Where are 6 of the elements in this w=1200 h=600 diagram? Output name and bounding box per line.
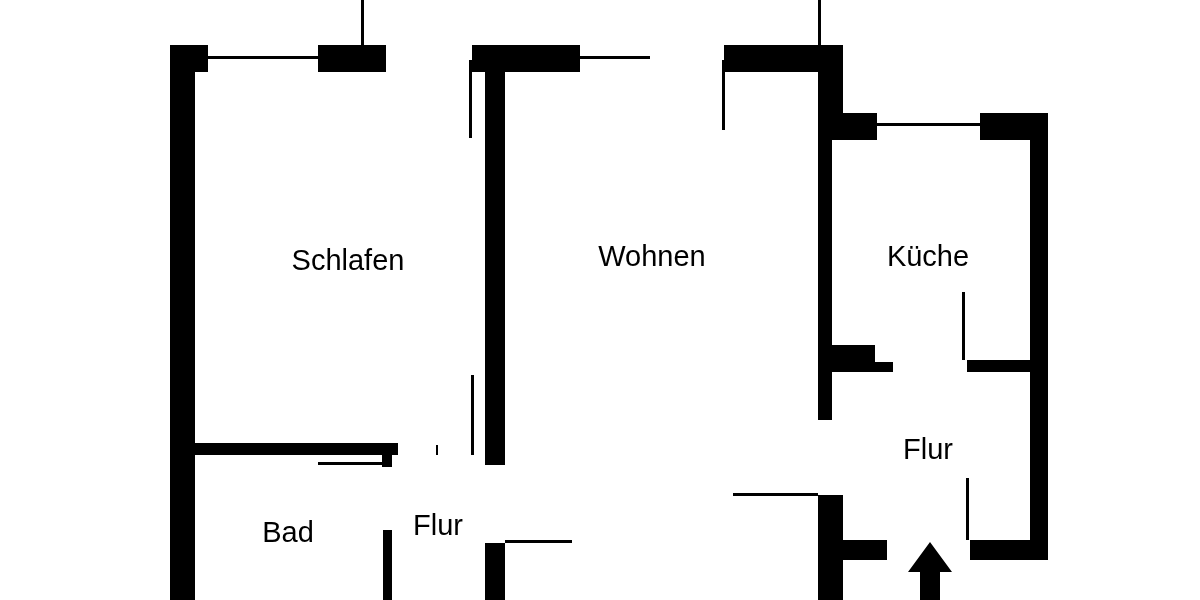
room-label: Flur	[903, 432, 953, 466]
room-label: Flur	[413, 508, 463, 542]
room-label: Schlafen	[291, 243, 405, 277]
room-label: Küche	[886, 239, 970, 273]
room-label: Wohnen	[598, 239, 706, 273]
room-label: Bad	[262, 515, 314, 549]
